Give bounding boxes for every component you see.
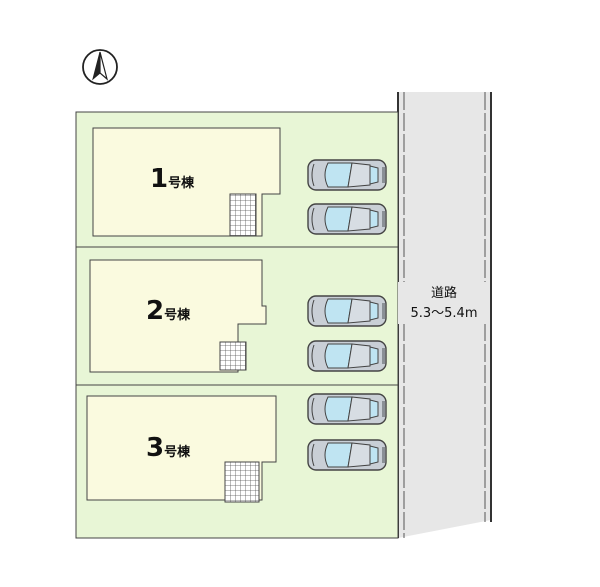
car-1b <box>307 203 387 235</box>
lot-1: 1号棟 <box>75 111 399 248</box>
car-1a <box>307 159 387 191</box>
road-label: 道路 5.3～5.4m <box>398 282 486 324</box>
car-3a <box>307 393 387 425</box>
road-width: 5.3～5.4m <box>410 306 477 321</box>
road-name: 道路 <box>431 285 457 301</box>
lot-3: 3号棟 <box>75 384 399 539</box>
north-arrow-icon <box>82 49 118 85</box>
entrance-3 <box>224 461 260 503</box>
entrance-2 <box>219 341 247 371</box>
car-2b <box>307 340 387 372</box>
lot-1-label: 1号棟 <box>150 164 195 194</box>
entrance-1 <box>229 193 257 237</box>
car-2a <box>307 295 387 327</box>
lot-3-label: 3号棟 <box>146 433 191 463</box>
lot-2-label: 2号棟 <box>146 296 191 326</box>
lot-2: 2号棟 <box>75 246 399 386</box>
car-3b <box>307 439 387 471</box>
